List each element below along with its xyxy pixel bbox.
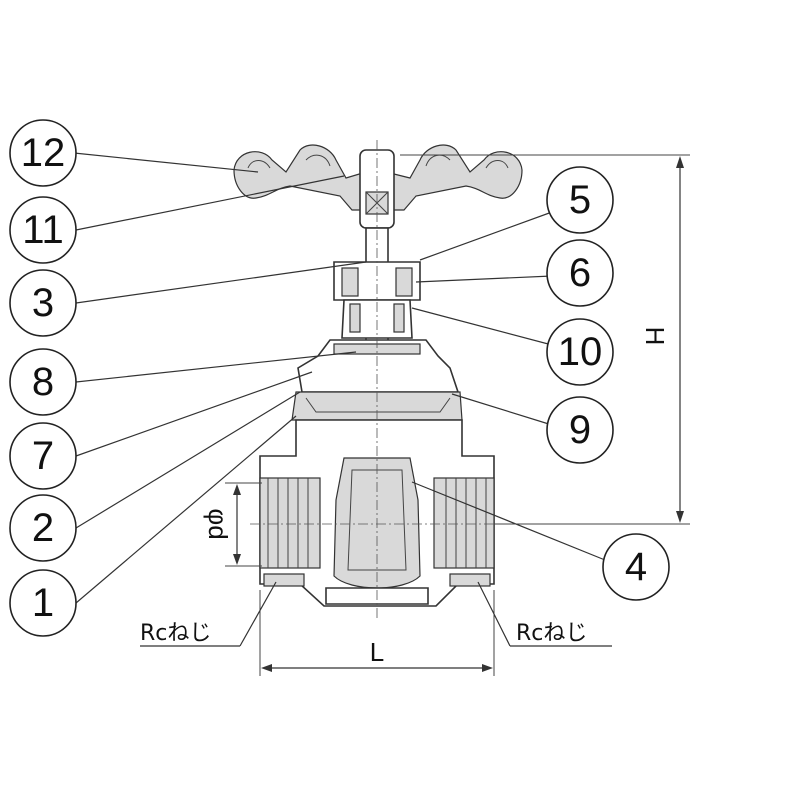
svg-text:8: 8 bbox=[32, 360, 54, 404]
svg-text:9: 9 bbox=[569, 408, 591, 452]
callout-4: 4 bbox=[602, 533, 670, 601]
callout-5: 5 bbox=[546, 166, 614, 234]
dimension-length: L bbox=[259, 590, 495, 676]
callout-10: 10 bbox=[546, 318, 614, 386]
svg-text:Rcねじ: Rcねじ bbox=[140, 621, 211, 646]
svg-text:5: 5 bbox=[569, 178, 591, 222]
dimension-height: H bbox=[400, 154, 690, 525]
callout-12: 12 bbox=[9, 119, 77, 187]
dimension-h-label: H bbox=[640, 327, 670, 346]
callout-2: 2 bbox=[9, 494, 77, 562]
svg-text:Rcねじ: Rcねじ bbox=[516, 621, 587, 646]
thread-label-left: Rcねじ bbox=[140, 581, 277, 647]
svg-text:10: 10 bbox=[558, 330, 603, 374]
callout-6: 6 bbox=[546, 239, 614, 307]
handwheel bbox=[233, 144, 523, 229]
svg-text:6: 6 bbox=[569, 251, 591, 295]
callout-7: 7 bbox=[9, 422, 77, 490]
callout-9: 9 bbox=[546, 396, 614, 464]
svg-text:7: 7 bbox=[32, 434, 54, 478]
dimension-l-label: L bbox=[370, 637, 384, 667]
valve-drawing bbox=[233, 140, 523, 620]
callout-8: 8 bbox=[9, 348, 77, 416]
dimension-diameter: φd bbox=[203, 482, 262, 567]
leader-lines bbox=[73, 152, 606, 604]
svg-text:3: 3 bbox=[32, 281, 54, 325]
dimension-d-label: φd bbox=[203, 508, 233, 539]
svg-text:1: 1 bbox=[32, 581, 54, 625]
svg-text:4: 4 bbox=[625, 545, 647, 589]
callout-11: 11 bbox=[9, 196, 77, 264]
svg-text:12: 12 bbox=[21, 131, 66, 175]
callout-3: 3 bbox=[9, 269, 77, 337]
svg-text:2: 2 bbox=[32, 506, 54, 550]
thread-label-right: Rcねじ bbox=[477, 581, 612, 647]
svg-text:11: 11 bbox=[22, 208, 64, 252]
callout-1: 1 bbox=[9, 569, 77, 637]
